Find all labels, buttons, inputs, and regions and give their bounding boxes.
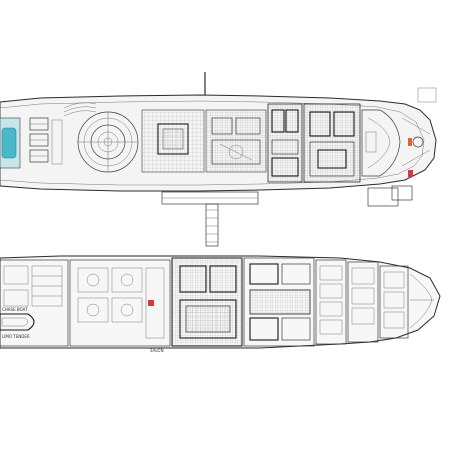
aft-stairs: [63, 102, 97, 117]
mid-label: SALON: [150, 348, 164, 353]
tender-label: CHASE BOAT: [2, 307, 28, 312]
mid-rooms: [205, 109, 267, 173]
upper-hull-inner: [0, 100, 425, 186]
engine-room: [69, 259, 171, 347]
forward-cabins: [267, 103, 361, 183]
aft-garage: [0, 259, 69, 347]
upper-deck: [0, 72, 437, 247]
crew-area: [171, 257, 243, 347]
gangway: [161, 191, 259, 247]
bow-area: [391, 87, 437, 201]
pool: [1, 127, 17, 159]
bridge: [361, 109, 401, 177]
tender-sublabel: LIMO TENDER: [2, 334, 30, 339]
aft-loungers: [29, 117, 63, 165]
tender-crane: [367, 187, 399, 207]
crew-cabins: [315, 259, 434, 345]
galley: [243, 257, 315, 347]
chase-boat: CHASE BOAT LIMO TENDER: [0, 307, 35, 339]
circular-lounge: [77, 111, 139, 173]
lower-deck: CHASE BOAT LIMO TENDER: [0, 255, 441, 353]
